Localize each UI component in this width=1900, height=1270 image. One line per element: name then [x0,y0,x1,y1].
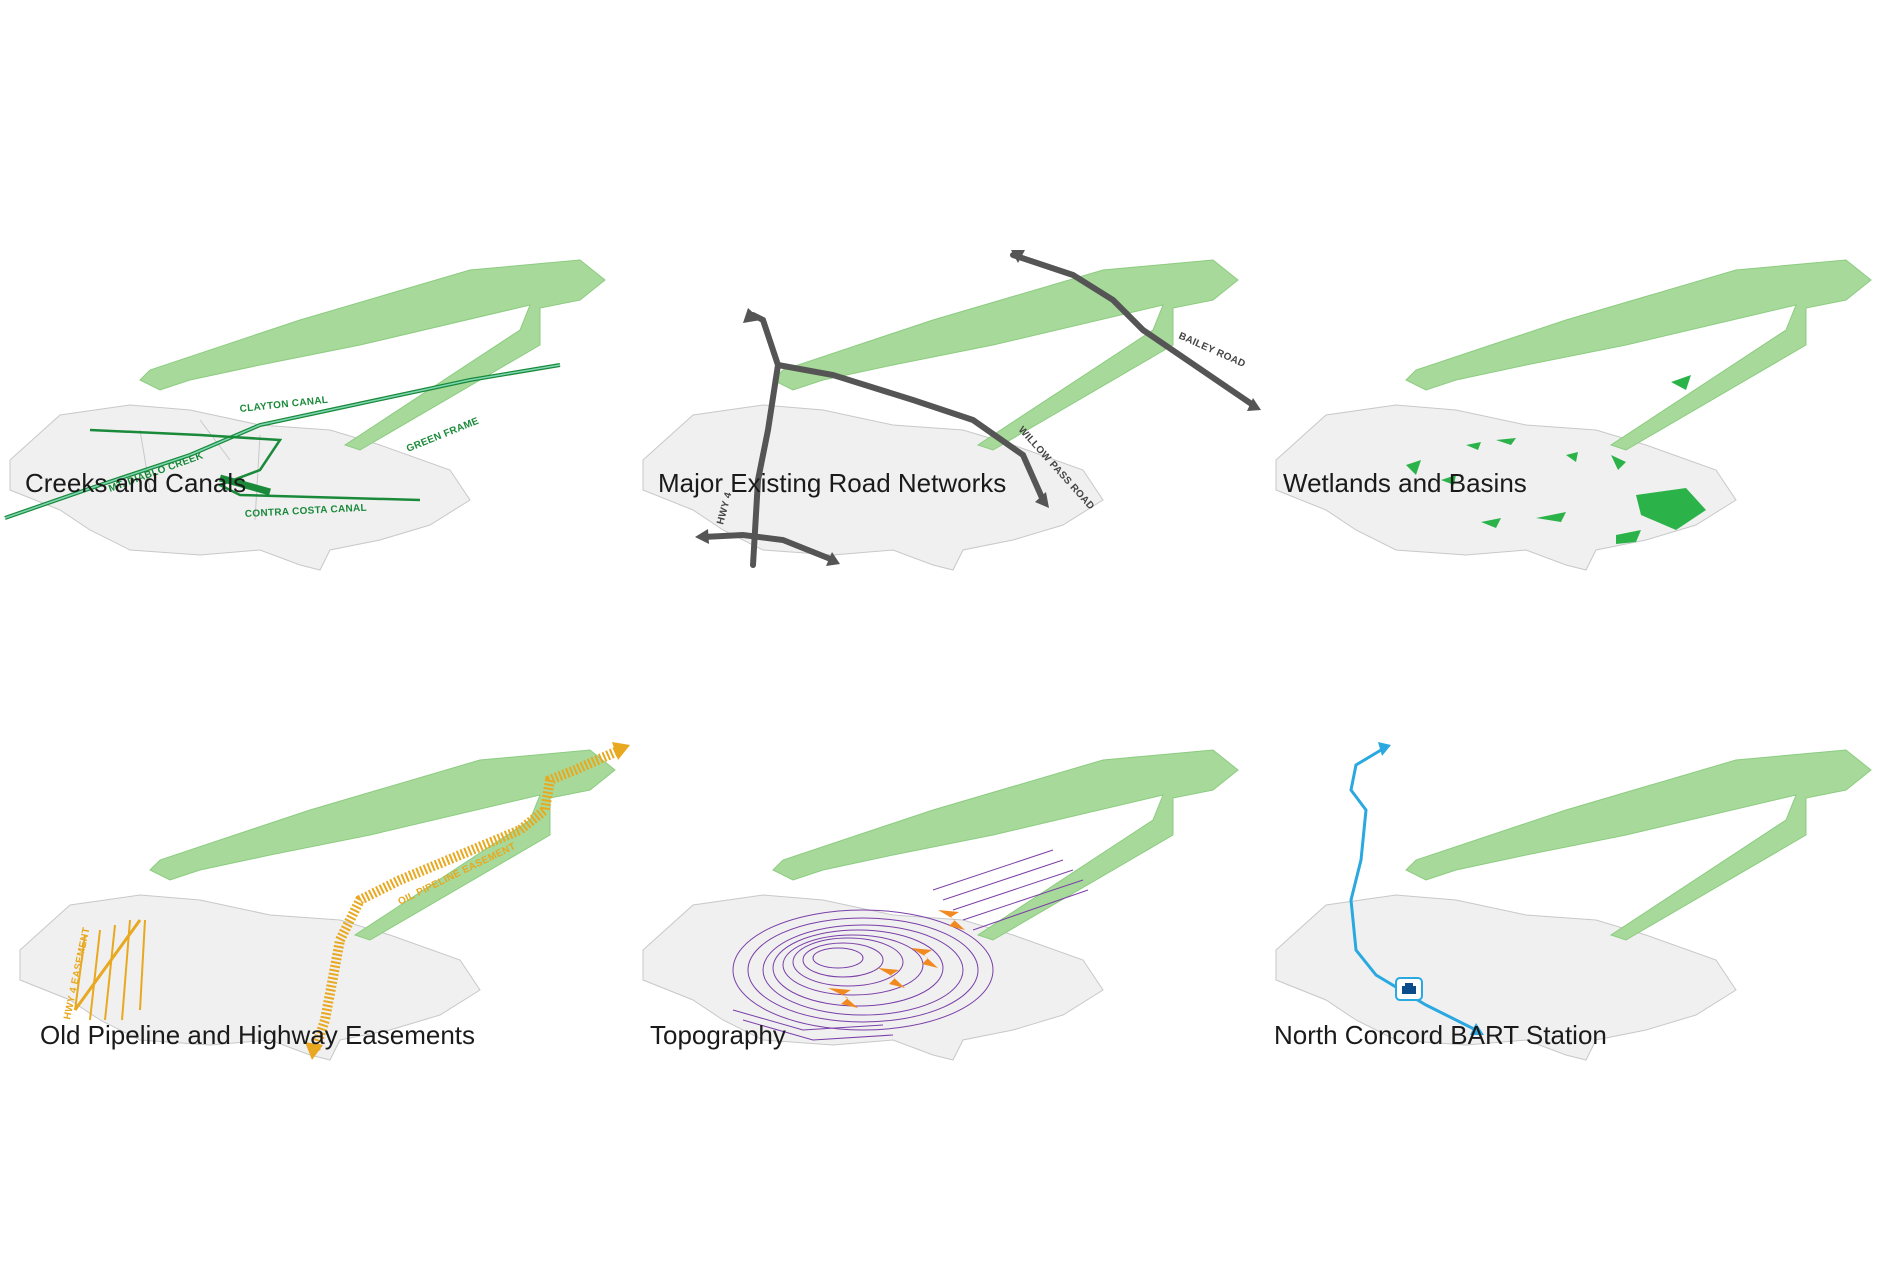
caption-wetlands-and-basins: Wetlands and Basins [1283,468,1527,498]
green-frame [149,749,616,941]
caption-road-networks: Major Existing Road Networks [658,468,1007,498]
creeks [4,363,561,520]
panel-creeks-and-canals: CLAYTON CANAL GREEN FRAME MT. DIABLO CRE… [0,80,633,580]
caption-bart-station: North Concord BART Station [1274,1020,1607,1050]
panel-bart-station: North Concord BART Station [1266,570,1899,1070]
label-green-frame: GREEN FRAME [405,416,481,455]
caption-topography: Topography [650,1020,786,1050]
green-frame [139,259,606,451]
easement-arrowheads [305,742,630,1060]
map-bart-station [1275,742,1872,1061]
contour-lines [732,849,1089,1041]
wetlands [1406,375,1706,544]
panel-topography: Topography [633,570,1266,1070]
green-frame [772,749,1239,941]
label-bailey-road: BAILEY ROAD [1177,331,1247,370]
map-topography [642,749,1239,1061]
bart-arrowheads [1378,742,1484,1035]
bart-station-icon [1395,977,1423,1001]
caption-creeks-and-canals: Creeks and Canals [25,468,247,498]
drainage-arrows [828,910,965,1008]
green-frame [1405,259,1872,451]
panel-wetlands-and-basins: Wetlands and Basins [1266,80,1899,580]
green-frame [1405,749,1872,941]
caption-easements: Old Pipeline and Highway Easements [40,1020,476,1050]
map-road-networks: BAILEY ROAD WILLOW PASS ROAD HWY 4 [642,250,1261,571]
map-wetlands-and-basins [1275,259,1872,571]
map-easements: HWY 4 EASEMENT OIL PIPELINE EASEMENT [19,742,630,1061]
map-creeks-and-canals: CLAYTON CANAL GREEN FRAME MT. DIABLO CRE… [4,259,606,571]
panel-easements: HWY 4 EASEMENT OIL PIPELINE EASEMENT Old… [0,570,633,1070]
panel-road-networks: BAILEY ROAD WILLOW PASS ROAD HWY 4 Major… [633,80,1266,580]
easements [73,745,623,1052]
road-arrowheads [695,250,1261,566]
roads [700,252,1256,568]
